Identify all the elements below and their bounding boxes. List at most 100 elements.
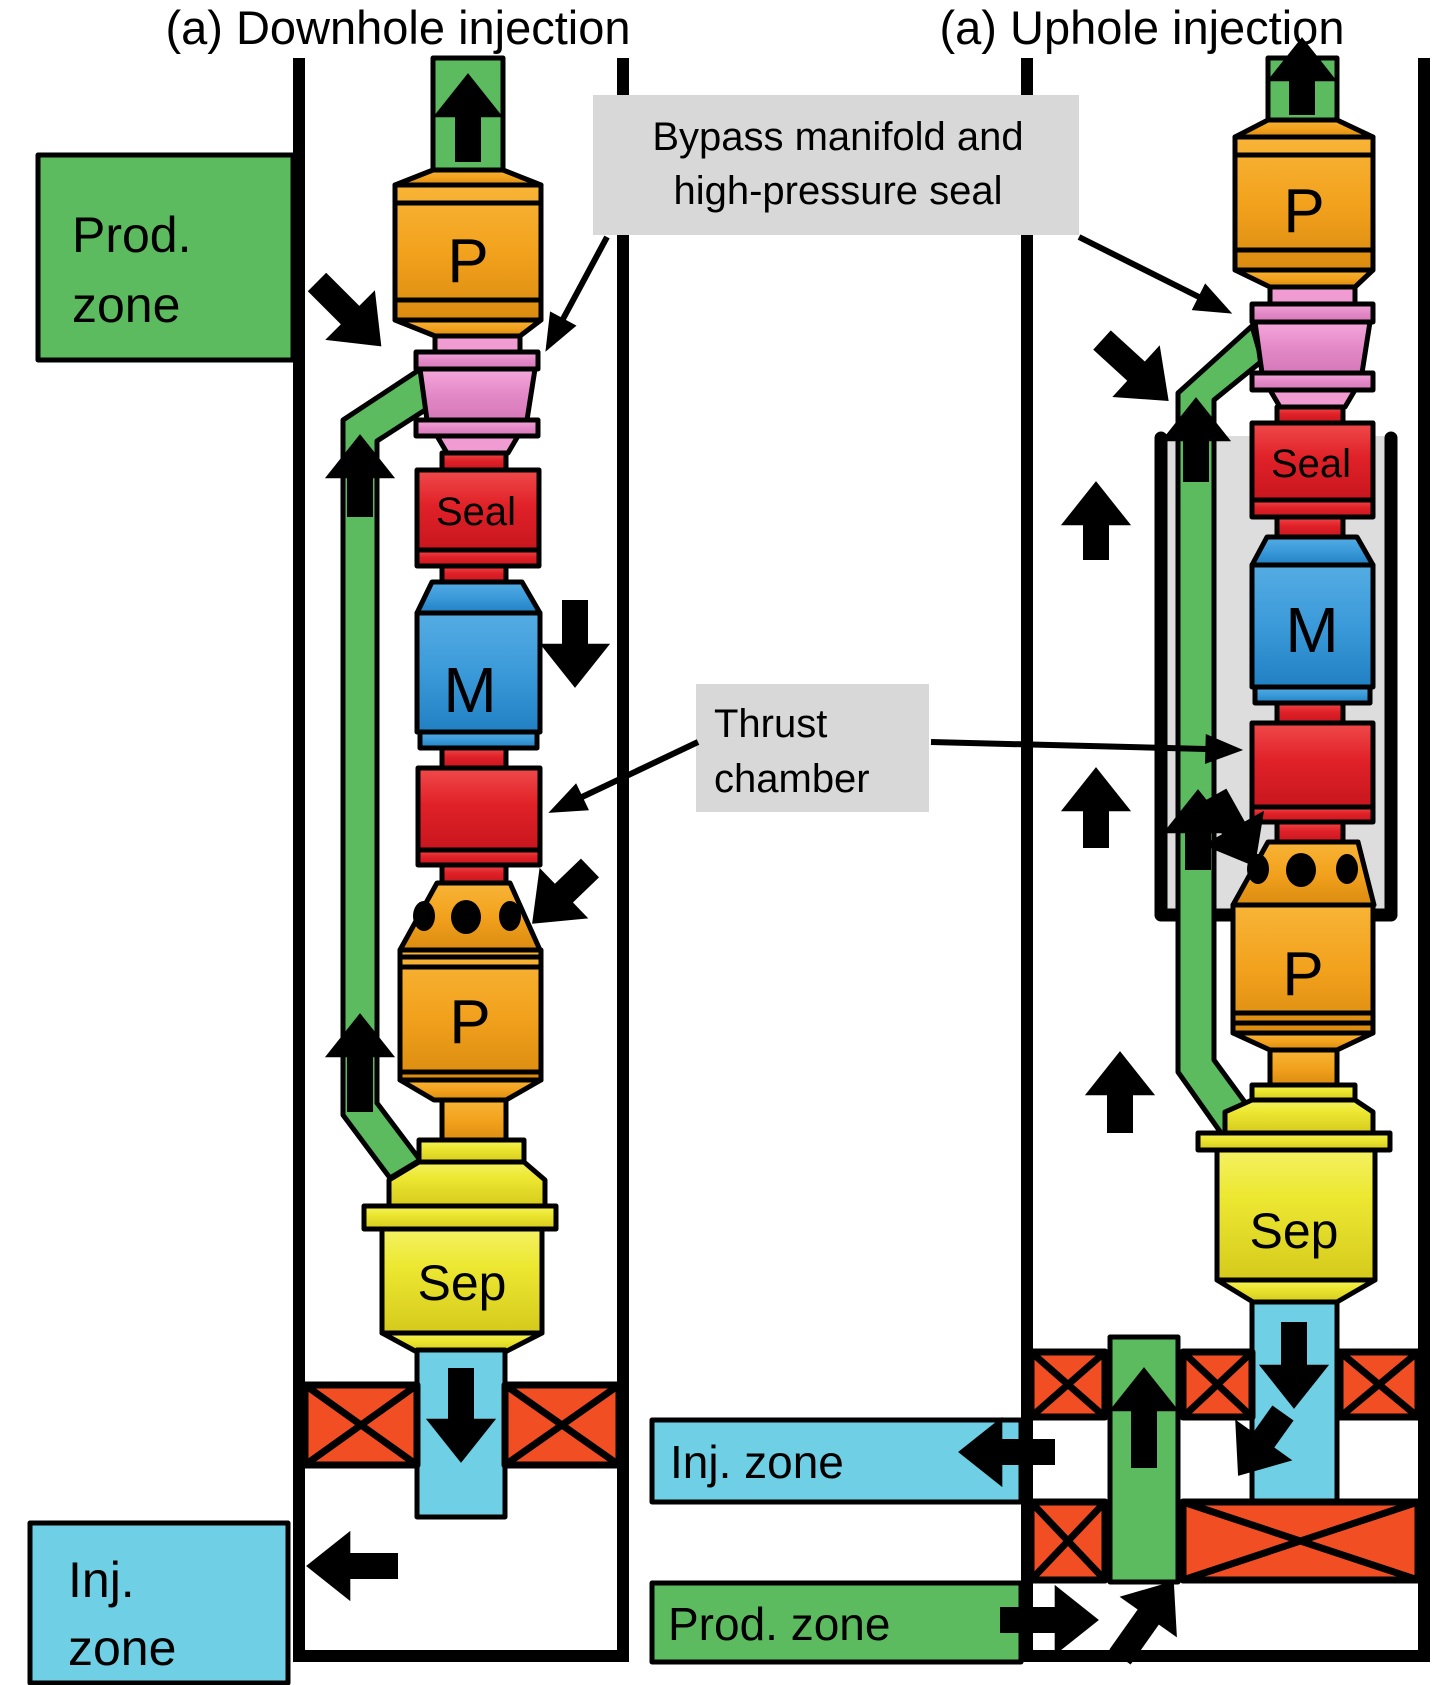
downhole-diagram: (a) Downhole injection Prod. zone Inj. z… bbox=[27, 1, 631, 1685]
separator-shoulder bbox=[1222, 1097, 1376, 1136]
intake-port-dot bbox=[413, 901, 435, 931]
intake-port-dot bbox=[1336, 854, 1358, 884]
inj-zone-rect bbox=[27, 1520, 291, 1685]
bypass-manifold bbox=[1249, 284, 1376, 410]
separator-label: Sep bbox=[1250, 1203, 1339, 1259]
motor-label: M bbox=[443, 654, 496, 726]
flow-arrow-production-in bbox=[307, 272, 382, 347]
callouts: Bypass manifold and high-pressure seal T… bbox=[545, 95, 1244, 813]
bypass-callout-line2: high-pressure seal bbox=[673, 169, 1002, 213]
thrust-neck-top bbox=[1274, 700, 1346, 726]
separator-bell bbox=[1214, 1277, 1378, 1305]
pump-lower-label: P bbox=[449, 988, 490, 1057]
pump-lower-neck bbox=[439, 1097, 509, 1145]
separator-section: Sep bbox=[1195, 1082, 1393, 1305]
motor-label: M bbox=[1285, 594, 1338, 666]
inj-zone-box: Inj. zone bbox=[27, 1520, 291, 1685]
casing-wall-right bbox=[617, 58, 629, 1662]
manifold-collar-bottom bbox=[434, 433, 521, 456]
intake-port-dot bbox=[1247, 854, 1269, 884]
shroud-wall-right bbox=[1367, 431, 1398, 922]
separator-flange bbox=[1195, 1130, 1393, 1153]
pump-lower-bell bbox=[1230, 1030, 1376, 1053]
inj-zone-label: Inj. zone bbox=[670, 1436, 844, 1488]
packer-x-line bbox=[302, 1382, 420, 1468]
thrust-body bbox=[415, 765, 543, 853]
pump-lower-section: P bbox=[1230, 839, 1377, 1088]
packer-row bbox=[301, 1381, 623, 1469]
well-bottom bbox=[1021, 1650, 1428, 1662]
inj-zone-label-line1: Inj. bbox=[68, 1552, 135, 1608]
motor-section: M bbox=[1249, 534, 1376, 706]
uphole-title: (a) Uphole injection bbox=[940, 1, 1345, 54]
packer-row-upper bbox=[1027, 1348, 1422, 1421]
prod-zone-band: Prod. zone bbox=[649, 1580, 1024, 1665]
pump-lower-label: P bbox=[1282, 940, 1323, 1009]
seal-neck-bottom bbox=[1274, 514, 1346, 540]
manifold-collar-bottom bbox=[1267, 387, 1358, 410]
casing-wall-right bbox=[1418, 58, 1430, 1662]
motor-body bbox=[1249, 562, 1376, 690]
prod-zone-box: Prod. zone bbox=[35, 152, 296, 363]
intake-port-dot bbox=[499, 901, 521, 931]
separator-section: Sep bbox=[361, 1137, 559, 1355]
seal-section: Seal bbox=[1249, 404, 1376, 540]
prod-zone-label: Prod. zone bbox=[668, 1598, 890, 1650]
prod-zone-label-line1: Prod. bbox=[72, 207, 192, 263]
pump-upper-bell-top bbox=[1232, 117, 1376, 140]
casing-wall-left bbox=[293, 58, 305, 1662]
thrust-chamber bbox=[415, 745, 543, 886]
packer-x-line bbox=[1181, 1498, 1420, 1584]
pump-lower-bell bbox=[397, 1077, 544, 1103]
packer-x-line bbox=[1337, 1349, 1421, 1420]
manifold-body bbox=[1252, 319, 1373, 376]
manifold-flange-top bbox=[1249, 301, 1376, 325]
pump-lower-section: P bbox=[397, 880, 544, 1145]
flow-arrows bbox=[306, 73, 611, 1602]
inj-zone-band: Inj. zone bbox=[649, 1417, 1024, 1505]
separator-body bbox=[1214, 1147, 1378, 1283]
pump-upper-label: P bbox=[447, 227, 488, 296]
manifold-body bbox=[417, 366, 538, 423]
pump-upper: P bbox=[1232, 117, 1376, 290]
manifold-collar-top bbox=[1267, 284, 1358, 307]
packer-x-line bbox=[502, 1382, 622, 1468]
packer-x-line bbox=[1028, 1349, 1108, 1420]
flow-arrow-intake-in bbox=[1202, 788, 1265, 867]
separator-flange bbox=[361, 1203, 559, 1232]
thrust-neck-bottom bbox=[1274, 819, 1346, 845]
pump-lower-neck bbox=[1267, 1047, 1340, 1088]
thrust-neck-bottom bbox=[439, 862, 509, 886]
seal-section: Seal bbox=[414, 450, 542, 585]
manifold-flange-top bbox=[413, 349, 541, 372]
separator-collar bbox=[416, 1137, 527, 1165]
callout-arrow-bypass-left bbox=[545, 235, 610, 352]
flow-arrow-manifold-in bbox=[1093, 330, 1169, 401]
intake-port-dot bbox=[1286, 853, 1316, 887]
pump-upper: P bbox=[392, 167, 544, 339]
callout-arrow-thrust-left bbox=[548, 739, 700, 813]
thrust-callout-line1: Thrust bbox=[714, 702, 827, 746]
packer-x-line bbox=[1180, 1349, 1255, 1420]
thrust-body bbox=[1249, 720, 1376, 810]
flow-arrow-production-in bbox=[1109, 1580, 1177, 1665]
seal-label: Seal bbox=[436, 490, 516, 534]
pump-upper-bell-bottom bbox=[1232, 267, 1376, 290]
thrust-callout-line2: chamber bbox=[714, 757, 870, 801]
thrust-chamber bbox=[1249, 700, 1376, 845]
downhole-title: (a) Downhole injection bbox=[165, 1, 630, 54]
thrust-neck-top bbox=[439, 745, 509, 771]
bypass-callout-line1: Bypass manifold and bbox=[652, 115, 1023, 159]
pump-upper-label: P bbox=[1283, 177, 1324, 246]
well-bottom bbox=[293, 1650, 629, 1662]
seal-label: Seal bbox=[1271, 442, 1351, 486]
casing-wall-left bbox=[1021, 58, 1033, 1662]
inj-zone-label-line2: zone bbox=[68, 1620, 176, 1676]
motor-head bbox=[414, 579, 543, 616]
thrust-callout: Thrust chamber bbox=[548, 684, 1244, 813]
seal-body bbox=[414, 467, 542, 553]
seal-flange bbox=[1249, 497, 1376, 520]
uphole-diagram: (a) Uphole injection Inj. zone Prod. zon… bbox=[649, 1, 1430, 1665]
thrust-callout-box bbox=[696, 684, 929, 812]
